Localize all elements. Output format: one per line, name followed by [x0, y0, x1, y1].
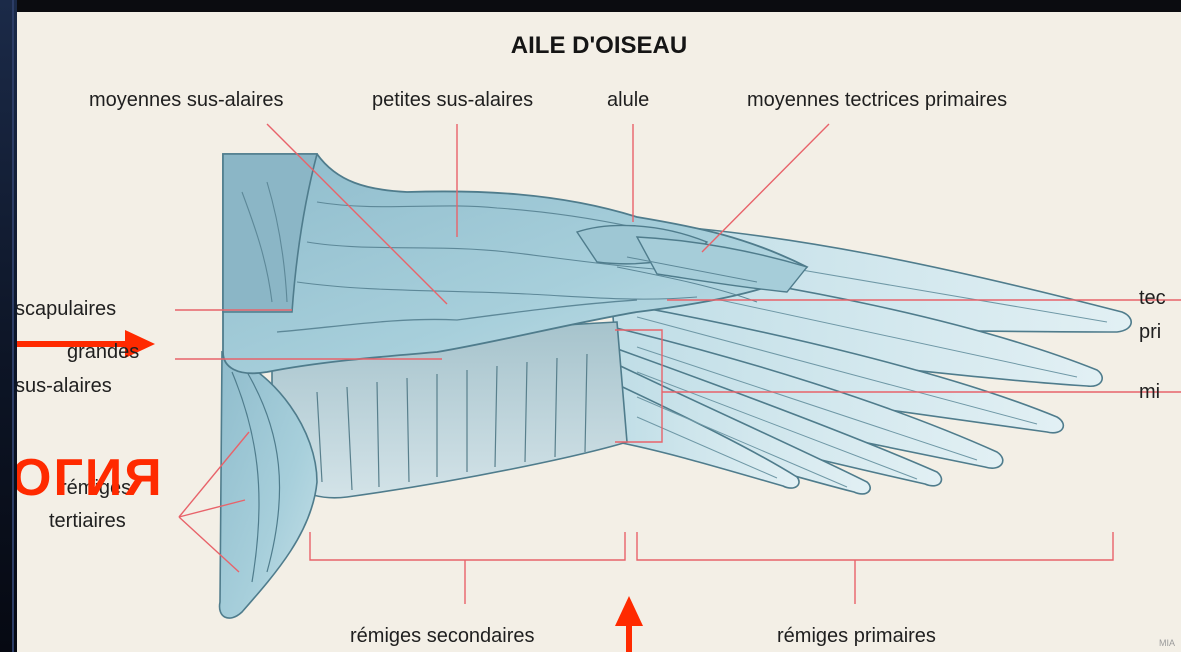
wing-diagram-slide: AILE D'OISEAU moyennes sus-alaires petit… [17, 12, 1181, 652]
label-alule: alule [607, 90, 649, 110]
label-right-cut-1b: pri [1139, 322, 1161, 342]
label-tertiaires: tertiaires [49, 511, 126, 531]
sidebar-strip [0, 0, 17, 652]
label-sus-alaires: sus-alaires [17, 376, 112, 396]
label-scapulaires: scapulaires [17, 299, 116, 319]
label-right-cut-1a: tec [1139, 288, 1166, 308]
label-petites-sus-alaires: petites sus-alaires [372, 90, 533, 110]
label-moyennes-tectrices-primaires: moyennes tectrices primaires [747, 90, 1007, 110]
overlay-red-text: ОГИЯ [17, 452, 164, 504]
watermark: MIA [1159, 638, 1175, 648]
diagram-title: AILE D'OISEAU [17, 32, 1181, 60]
label-moyennes-sus-alaires: moyennes sus-alaires [89, 90, 284, 110]
label-remiges-secondaires: rémiges secondaires [350, 626, 535, 646]
label-remiges-primaires: rémiges primaires [777, 626, 936, 646]
label-grandes: grandes [67, 342, 139, 362]
label-right-cut-2: mi [1139, 382, 1160, 402]
top-bar [17, 0, 1181, 12]
